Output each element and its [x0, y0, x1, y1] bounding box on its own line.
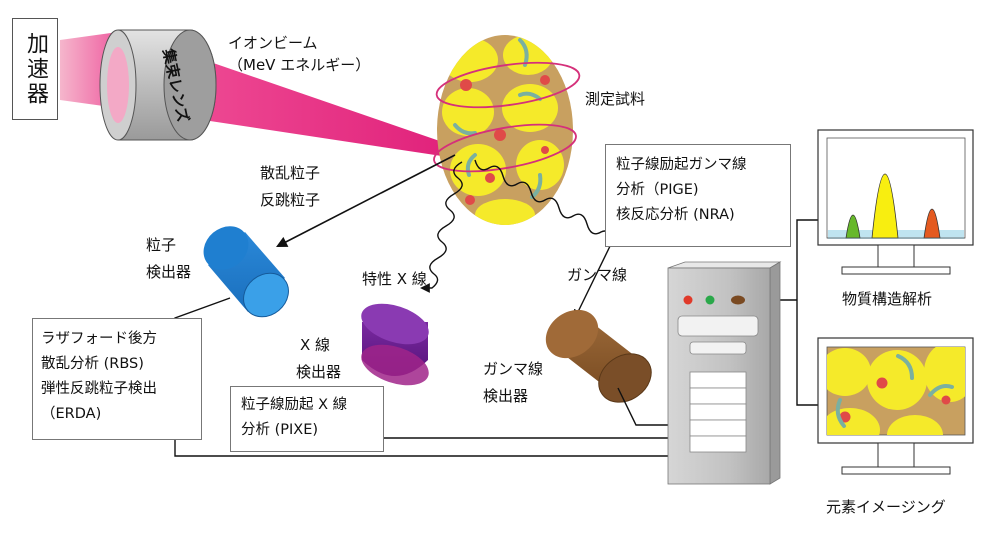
accelerator-label: 加速器: [23, 31, 48, 107]
spectrum-peak-orange: [923, 208, 941, 239]
gamma-detector-label-line2: 検出器: [483, 387, 529, 405]
pige-box-line3: 核反応分析 (NRA): [616, 207, 735, 223]
pixe-box: 粒子線励起 X 線 分析 (PIXE): [230, 386, 384, 452]
xray-detector-label-line1: X 線: [300, 336, 331, 354]
rbs-box-line4: （ERDA): [41, 406, 102, 422]
particle-detector-label: 粒子 検出器: [146, 232, 191, 286]
xray-detector: [361, 303, 429, 386]
imaging-monitor: [817, 337, 974, 475]
ion-beam-focused: [190, 55, 460, 158]
structure-analysis-label: 物質構造解析: [842, 290, 933, 308]
scattered-particle-arrow: [276, 154, 456, 248]
particle-detector: [203, 226, 289, 318]
computer: [667, 261, 782, 485]
rbs-box-line3: 弾性反跳粒子検出: [41, 381, 157, 397]
pige-nra-box: 粒子線励起ガンマ線 分析（PIGE) 核反応分析 (NRA): [605, 144, 791, 247]
pixe-box-line1: 粒子線励起 X 線: [241, 397, 348, 413]
element-imaging-label: 元素イメージング: [826, 498, 946, 516]
spectrum-peak-yellow: [871, 173, 899, 239]
ion-beam-label-line1: イオンビーム: [228, 34, 318, 52]
pige-box-line2: 分析（PIGE): [616, 182, 699, 198]
gamma-wave-arrow: [474, 159, 614, 320]
gamma-detector-label-line1: ガンマ線: [483, 360, 544, 378]
particle-detector-label-line1: 粒子: [146, 236, 177, 254]
pixe-box-line2: 分析 (PIXE): [241, 422, 319, 438]
gamma-detector-cable: [617, 387, 668, 426]
xray-detector-label-line2: 検出器: [296, 363, 342, 381]
scattered-particle-label-line1: 散乱粒子: [260, 164, 321, 182]
pige-box-line1: 粒子線励起ガンマ線: [616, 157, 747, 173]
rbs-erda-box: ラザフォード後方 散乱分析 (RBS) 弾性反跳粒子検出 （ERDA): [32, 318, 202, 440]
rbs-box-line2: 散乱分析 (RBS): [41, 356, 144, 372]
xray-wave-arrow: [420, 161, 463, 293]
scattered-particle-label-line2: 反跳粒子: [260, 191, 321, 209]
characteristic-xray-label: 特性 X 線: [362, 270, 427, 288]
ion-beam-label-line2: （MeV エネルギー）: [228, 56, 371, 74]
accelerator: 加速器: [12, 18, 58, 120]
focusing-lens: [99, 29, 217, 141]
gamma-ray-label: ガンマ線: [567, 266, 628, 284]
sample: [433, 35, 581, 225]
structure-monitor: [817, 129, 974, 275]
particle-detector-label-line2: 検出器: [146, 263, 192, 281]
xray-detector-label: X 線 検出器: [296, 332, 341, 386]
gamma-detector-label: ガンマ線 検出器: [483, 356, 543, 410]
ion-beam-label: イオンビーム （MeV エネルギー）: [228, 32, 370, 76]
gamma-detector: [545, 309, 652, 403]
monitor-cable: [770, 219, 820, 406]
scattered-particle-label: 散乱粒子 反跳粒子: [260, 160, 320, 214]
sample-label: 測定試料: [585, 90, 646, 108]
rbs-box-line1: ラザフォード後方: [41, 331, 157, 347]
